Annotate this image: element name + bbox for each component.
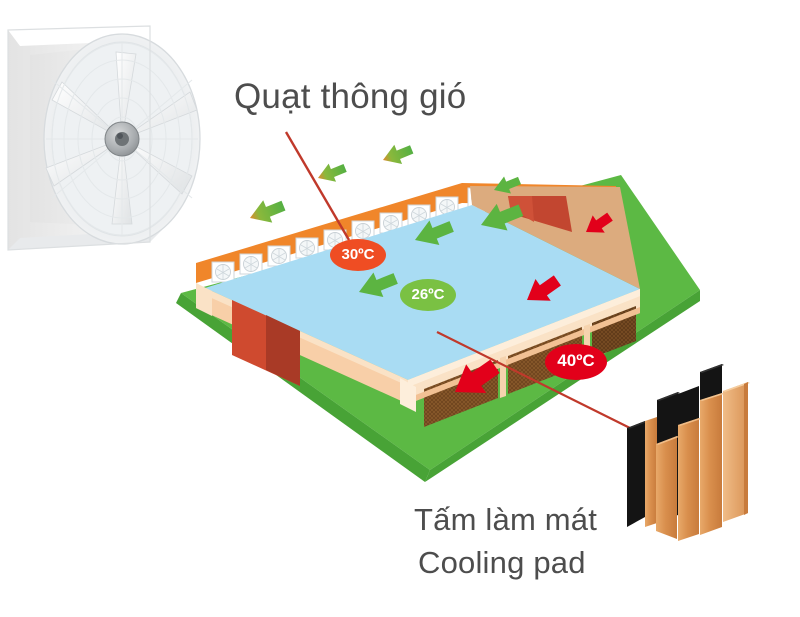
temp-badge-40-shape — [545, 344, 607, 380]
wall-corner-left — [196, 283, 212, 316]
wall-corner-front — [400, 378, 416, 412]
red-intake-arrows — [455, 212, 613, 394]
cooling-pad-label-en: Cooling pad — [418, 545, 586, 580]
temperature-badges — [330, 239, 607, 380]
exhaust-fan-photo — [7, 25, 201, 251]
temp-badge-26-shape — [400, 279, 456, 311]
red-pointer-line-to-fans — [284, 131, 351, 241]
red-pointer-line-to-pad — [436, 331, 649, 438]
green-airflow-arrows — [250, 144, 524, 298]
cooling-pad-panels — [627, 364, 750, 541]
building-front-left-wall — [196, 283, 408, 404]
page-title-fan-label: Quạt thông gió — [234, 77, 467, 116]
cooling-pad-label-vi: Tấm làm mát — [414, 502, 598, 537]
temp-badge-30-shape — [330, 239, 386, 271]
